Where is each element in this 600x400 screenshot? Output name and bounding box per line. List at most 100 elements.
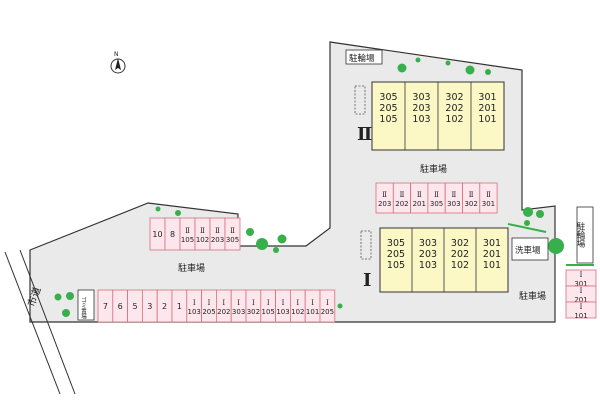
- parking-label-right: 駐車場: [519, 290, 546, 302]
- side-bicycle-parking: [576, 206, 594, 264]
- parking-stall: [224, 217, 241, 251]
- building-1-entrance: [360, 230, 372, 260]
- stall-building: Ⅰ: [193, 299, 196, 307]
- stall-number: 305: [430, 200, 443, 208]
- stall-number: 7: [103, 302, 108, 311]
- stall-number: 103: [276, 308, 289, 316]
- stall-building: Ⅰ: [311, 299, 314, 307]
- building-2-entrance: [354, 85, 366, 115]
- stall-building: Ⅱ: [215, 227, 220, 235]
- stall-building: Ⅱ: [382, 191, 387, 199]
- stall-building: Ⅰ: [282, 299, 285, 307]
- stall-number: 203: [378, 200, 391, 208]
- garbage-label: ゴミ置場: [80, 296, 87, 321]
- stall-building: Ⅰ: [580, 303, 583, 311]
- stall-number: 103: [188, 308, 201, 316]
- tree-cluster: [54, 57, 564, 317]
- stall-number: 302: [464, 200, 477, 208]
- stall-number: 203: [211, 236, 224, 244]
- stall-number: 301: [482, 200, 495, 208]
- stall-number: 201: [413, 200, 426, 208]
- unit-number: 302: [451, 238, 469, 249]
- stall-building: Ⅰ: [237, 299, 240, 307]
- unit-number: 303: [412, 92, 430, 103]
- stall-building: Ⅱ: [400, 191, 405, 199]
- stall-number: 202: [217, 308, 230, 316]
- unit-number: 101: [483, 260, 501, 271]
- stall-number: 2: [162, 302, 167, 311]
- stall-number: 301: [574, 280, 587, 288]
- parking-stall: [479, 182, 498, 214]
- stall-building: Ⅰ: [267, 299, 270, 307]
- stall-building: Ⅰ: [580, 287, 583, 295]
- unit-number: 103: [419, 260, 437, 271]
- car-wash-fence: [507, 223, 547, 233]
- stall-building: Ⅱ: [230, 227, 235, 235]
- unit-number: 201: [478, 103, 496, 114]
- unit-number: 102: [445, 114, 463, 125]
- stall-building: Ⅰ: [252, 299, 255, 307]
- stall-number: 101: [306, 308, 319, 316]
- parking-stall: [319, 289, 336, 323]
- stall-number: 5: [132, 302, 137, 311]
- stall-building: Ⅰ: [326, 299, 329, 307]
- unit-number: 101: [478, 114, 496, 125]
- north-arrow-icon: [110, 58, 126, 74]
- building-2-label: Ⅱ: [357, 124, 372, 145]
- parking-label-top: 駐車場: [420, 163, 447, 175]
- unit-number: 105: [379, 114, 397, 125]
- stall-building: Ⅱ: [185, 227, 190, 235]
- parking-label-left: 駐車場: [178, 262, 205, 274]
- stall-number: 3: [147, 302, 152, 311]
- stall-building: Ⅰ: [222, 299, 225, 307]
- unit-number: 201: [483, 249, 501, 260]
- car-wash-label: 洗車場: [515, 245, 541, 256]
- unit-number: 301: [478, 92, 496, 103]
- stall-number: 205: [202, 308, 215, 316]
- stall-building: Ⅱ: [417, 191, 422, 199]
- road-edge-line: [4, 251, 61, 395]
- stall-number: 6: [118, 302, 123, 311]
- stall-number: 1: [177, 302, 182, 311]
- stall-number: 305: [226, 236, 239, 244]
- stall-number: 105: [181, 236, 194, 244]
- unit-number: 203: [412, 103, 430, 114]
- unit-number: 301: [483, 238, 501, 249]
- stall-number: 302: [247, 308, 260, 316]
- unit-number: 305: [379, 92, 397, 103]
- unit-number: 103: [412, 114, 430, 125]
- stall-number: 205: [321, 308, 334, 316]
- garbage-area: [77, 289, 95, 321]
- stall-building: Ⅰ: [580, 271, 583, 279]
- side-bicycle-label: 駐輪場: [575, 221, 585, 248]
- stall-number: 102: [196, 236, 209, 244]
- stall-building: Ⅰ: [208, 299, 211, 307]
- unit-number: 303: [419, 238, 437, 249]
- building-1-label: Ⅰ: [363, 270, 371, 291]
- unit-number: 202: [445, 103, 463, 114]
- unit-number: 202: [451, 249, 469, 260]
- stall-number: 10: [152, 230, 162, 239]
- stall-number: 303: [232, 308, 245, 316]
- compass-label: N: [114, 51, 119, 58]
- car-wash-area: [511, 237, 549, 261]
- parking-stall: [565, 301, 597, 319]
- stall-building: Ⅱ: [469, 191, 474, 199]
- stall-building: Ⅱ: [434, 191, 439, 199]
- stall-number: 201: [574, 296, 587, 304]
- road-edge-line: [19, 249, 76, 395]
- stall-number: 101: [574, 312, 587, 320]
- stall-building: Ⅱ: [200, 227, 205, 235]
- stall-building: Ⅱ: [451, 191, 456, 199]
- stall-number: 102: [291, 308, 304, 316]
- stall-number: 202: [395, 200, 408, 208]
- stall-building: Ⅰ: [296, 299, 299, 307]
- unit-number: 105: [387, 260, 405, 271]
- bicycle-parking-label: 駐輪場: [349, 53, 375, 64]
- unit-number: 205: [387, 249, 405, 260]
- stall-number: 303: [447, 200, 460, 208]
- stall-number: 105: [262, 308, 275, 316]
- unit-number: 203: [419, 249, 437, 260]
- unit-number: 302: [445, 92, 463, 103]
